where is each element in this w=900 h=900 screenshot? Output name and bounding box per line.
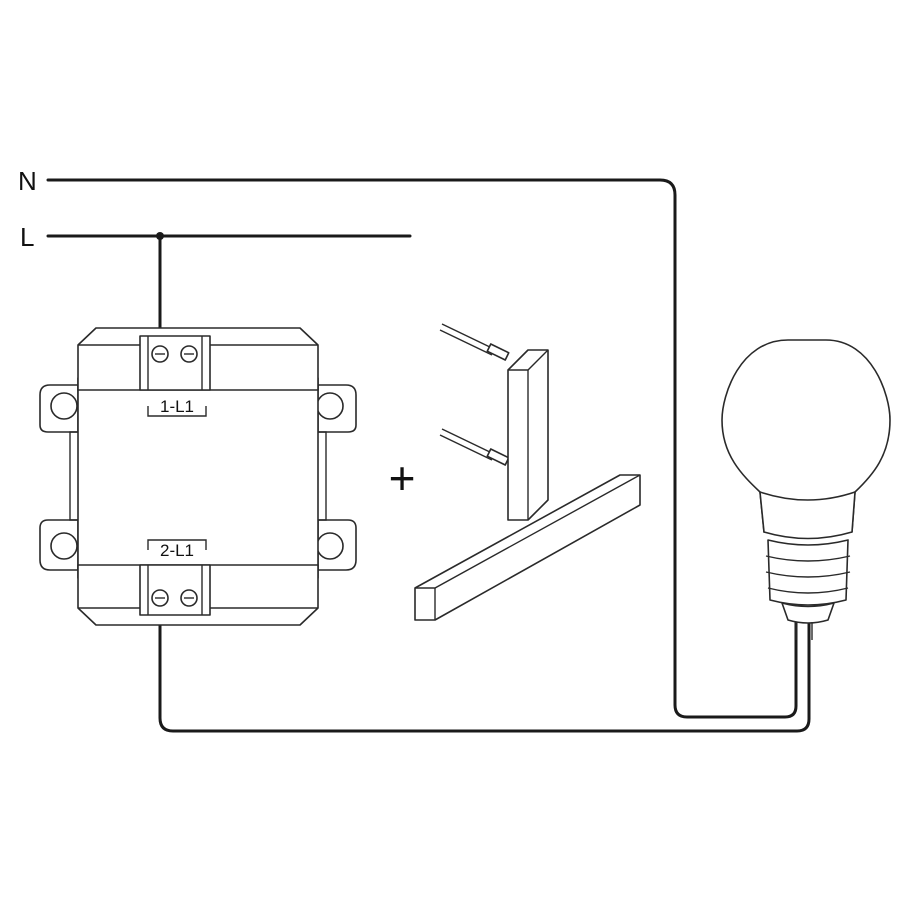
- light-bulb-icon: [721, 339, 891, 640]
- neutral-label: N: [18, 166, 37, 196]
- junction-dot: [156, 232, 164, 240]
- t-shaped-rocker-icon: [414, 323, 641, 621]
- neutral-wire: [46, 178, 798, 719]
- switch-mechanism-icon: [39, 327, 357, 626]
- plus-sign: +: [389, 452, 416, 504]
- switched-wire: [158, 596, 811, 733]
- terminal-2-label: 2-L1: [160, 541, 194, 560]
- terminal-1-label: 1-L1: [160, 397, 194, 416]
- live-label: L: [20, 222, 34, 252]
